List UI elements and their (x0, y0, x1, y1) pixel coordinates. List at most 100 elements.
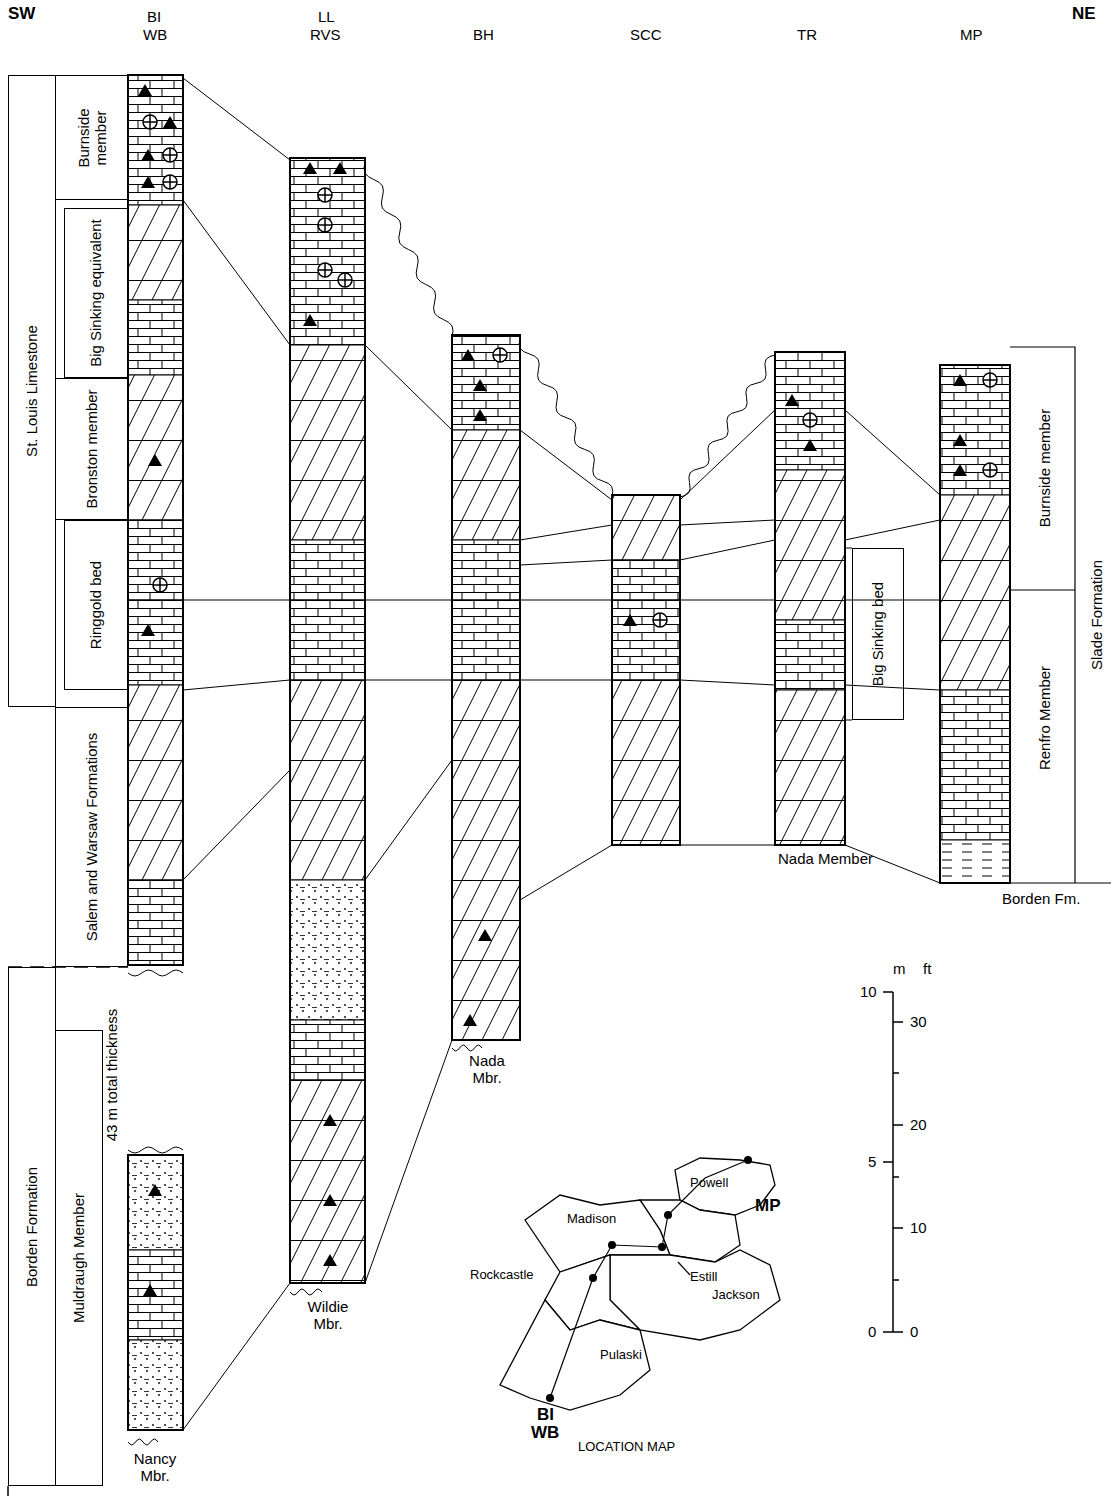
lithology-bed (452, 600, 520, 680)
correlation-line (680, 410, 775, 500)
lithology-bed (128, 205, 183, 300)
unit-box: Big Sinking bed (852, 548, 904, 720)
lithology-bed (452, 540, 520, 600)
fossil-symbol (318, 263, 332, 277)
text-label: Rockcastle (470, 1268, 534, 1283)
unconformity-mark (290, 1289, 322, 1295)
text-label: Estill (690, 1270, 717, 1285)
chert-symbol (138, 84, 152, 96)
lithology-bed (128, 880, 183, 965)
lithology-bed (128, 375, 183, 520)
lithology-bed (290, 345, 365, 540)
text-label: 30 (910, 1013, 927, 1030)
chert-symbol (148, 1184, 162, 1196)
correlation-line (183, 1283, 290, 1430)
lithology-bed (775, 470, 845, 620)
unit-label: Slade Formation (1088, 485, 1105, 745)
text-label: TR (797, 26, 817, 43)
chert-symbol (141, 624, 155, 636)
lithology-bed (940, 690, 1010, 840)
text-label: m (893, 960, 906, 977)
text-label: Nada Mbr. (462, 1052, 512, 1087)
unit-box: St. Louis Limestone (8, 75, 56, 707)
lithology-bed (940, 365, 1010, 495)
unit-box: Bronston member (55, 378, 128, 520)
lithology-bed (128, 685, 183, 880)
unit-box: Borden Formation (8, 967, 56, 1486)
correlation-line (365, 1040, 452, 1283)
text-label: Pulaski (600, 1348, 642, 1363)
lithology-bed (612, 600, 680, 680)
text-label: MP (755, 1196, 781, 1216)
lithology-bed (128, 520, 183, 600)
text-label: RVS (310, 26, 341, 43)
lithology-bed (612, 495, 680, 560)
text-label: BI (147, 8, 161, 25)
correlation-line (520, 845, 612, 900)
text-label: 5 (868, 1153, 876, 1170)
text-label: Wildie Mbr. (298, 1298, 358, 1333)
correlation-line (183, 680, 290, 690)
chert-symbol (148, 454, 162, 466)
chert-symbol (953, 374, 967, 386)
unit-box: Salem and Warsaw Formations (55, 707, 128, 967)
correlation-line (183, 600, 290, 601)
chert-symbol (461, 349, 475, 361)
lithology-bed (128, 1155, 183, 1250)
correlation-line (519, 338, 613, 497)
fossil-symbol (803, 413, 817, 427)
correlation-line (520, 430, 612, 500)
fossil-symbol (338, 273, 352, 287)
column-outline (128, 75, 183, 965)
chert-symbol (473, 409, 487, 421)
text-label: Borden Fm. (1002, 890, 1080, 907)
correlation-line (680, 600, 775, 601)
fossil-symbol (143, 115, 157, 129)
correlation-line (680, 845, 775, 846)
fossil-symbol (318, 188, 332, 202)
correlation-line (520, 525, 612, 540)
fossil-symbol (163, 175, 177, 189)
text-label: 10 (860, 983, 877, 1000)
chert-symbol (953, 434, 967, 446)
unit-name: Ringgold bed (87, 526, 104, 684)
lithology-bed (452, 680, 520, 1040)
correlation-line (680, 680, 775, 685)
correlation-line (364, 162, 453, 337)
unit-name: Salem and Warsaw Formations (83, 713, 100, 961)
column-outline (775, 352, 845, 845)
text-label: 10 (910, 1219, 927, 1236)
text-label: Nada Member (778, 850, 873, 867)
correlation-line (365, 760, 452, 880)
text-label: 0 (910, 1323, 918, 1340)
unconformity-mark (452, 1045, 482, 1051)
text-label: 20 (910, 1116, 927, 1133)
fossil-symbol (318, 218, 332, 232)
text-label: LL (318, 8, 335, 25)
lithology-bed (290, 540, 365, 600)
unit-name: St. Louis Limestone (23, 81, 40, 701)
text-label: Jackson (712, 1288, 760, 1303)
unit-name: Borden Formation (23, 973, 40, 1480)
correlation-line (680, 520, 775, 525)
text-label: LOCATION MAP (578, 1440, 675, 1455)
unit-name: Bronston member (83, 384, 100, 514)
lithology-bed (128, 75, 183, 205)
correlation-line (845, 410, 940, 495)
correlation-line (183, 78, 290, 160)
correlation-line (365, 680, 452, 681)
correlation-line (845, 600, 940, 601)
correlation-line (365, 345, 452, 430)
unit-box: Big Sinking equivalent (64, 208, 128, 378)
lithology-bed (290, 880, 365, 1020)
lithology-bed (775, 620, 845, 690)
correlation-line (680, 355, 775, 497)
fossil-symbol (493, 348, 507, 362)
unconformity-mark (128, 1439, 158, 1445)
chert-symbol (953, 464, 967, 476)
text-label: SCC (630, 26, 662, 43)
text-label: WB (531, 1423, 559, 1443)
correlation-line (680, 540, 775, 560)
unit-box: Ringgold bed (64, 520, 128, 690)
